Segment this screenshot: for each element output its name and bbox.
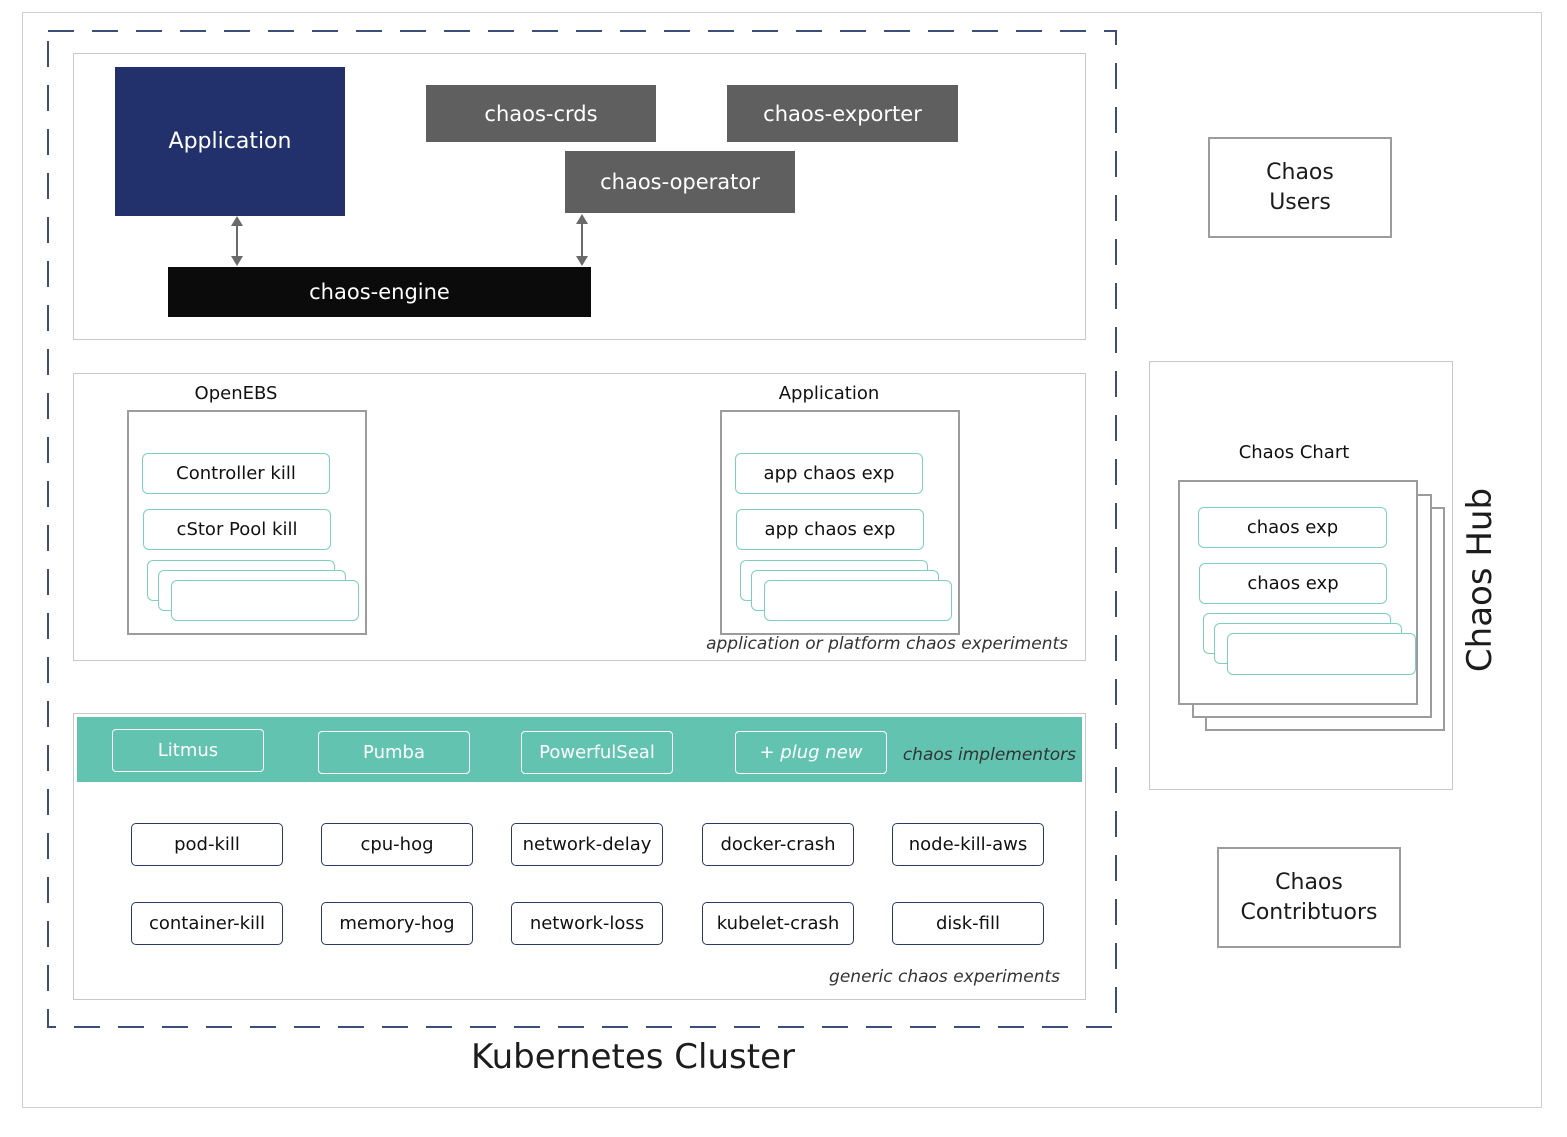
diagram-frame (22, 12, 1542, 1108)
kubernetes-cluster-title: Kubernetes Cluster (471, 1037, 795, 1077)
stacked-card (764, 580, 952, 621)
chaos-chart-experiment[interactable]: chaos exp (1199, 563, 1387, 604)
experiment-label: app chaos exp (764, 519, 896, 540)
chaos-hub-panel (1149, 361, 1453, 790)
implementor-label: Pumba (363, 742, 425, 763)
operator-engine-arrow (576, 214, 588, 266)
experiment-label: cStor Pool kill (176, 519, 298, 540)
implementor-label: Litmus (157, 740, 219, 761)
application-label: Application (168, 129, 292, 154)
chaos-exporter-label: chaos-exporter (763, 101, 922, 126)
implementor-pumba[interactable]: Pumba (318, 731, 470, 774)
experiment-card[interactable]: Controller kill (142, 453, 330, 494)
implementor-powerfulseal[interactable]: PowerfulSeal (521, 731, 673, 774)
kubernetes-cluster-boundary (47, 30, 1117, 1028)
stacked-card (171, 580, 359, 621)
chaos-crds-label: chaos-crds (484, 101, 598, 126)
chaos-operator-label: chaos-operator (600, 170, 760, 194)
experiment-label: app chaos exp (763, 463, 895, 484)
chaos-contributors-label-line1: Chaos (1275, 869, 1343, 895)
experiment-label: network-loss (529, 913, 645, 934)
experiment-label: chaos exp (1247, 573, 1339, 594)
chaos-chart-title: Chaos Chart (1238, 441, 1350, 463)
chaos-contributors-box[interactable]: Chaos Contribtuors (1217, 847, 1401, 948)
implementor-label: + plug new (759, 742, 863, 763)
chaos-users-box[interactable]: Chaos Users (1208, 137, 1392, 238)
experiment-label: node-kill-aws (908, 834, 1028, 855)
experiment-kubelet-crash[interactable]: kubelet-crash (702, 902, 854, 945)
experiment-label: container-kill (148, 913, 266, 934)
application-group-title: Application (778, 382, 880, 404)
openebs-title: OpenEBS (194, 382, 278, 404)
experiment-docker-crash[interactable]: docker-crash (702, 823, 854, 866)
application-engine-arrow (231, 216, 243, 266)
chaos-users-label-line2: Users (1269, 189, 1331, 215)
experiment-network-loss[interactable]: network-loss (511, 902, 663, 945)
experiment-label: kubelet-crash (716, 913, 840, 934)
chaos-exporter-box[interactable]: chaos-exporter (727, 85, 958, 142)
experiment-label: pod-kill (174, 834, 240, 855)
chaos-users-label-line1: Chaos (1266, 159, 1334, 185)
experiment-card[interactable]: app chaos exp (736, 509, 924, 550)
experiment-card[interactable]: app chaos exp (735, 453, 923, 494)
experiment-label: chaos exp (1246, 517, 1339, 538)
experiment-label: disk-fill (935, 913, 1001, 934)
stacked-card (1227, 633, 1416, 675)
chaos-hub-title: Chaos Hub (1460, 487, 1500, 673)
platform-experiments-caption: application or platform chaos experiment… (706, 634, 1068, 654)
experiment-label: memory-hog (339, 913, 455, 934)
experiment-label: Controller kill (176, 463, 296, 484)
application-box[interactable]: Application (115, 67, 345, 216)
experiment-memory-hog[interactable]: memory-hog (321, 902, 473, 945)
chaos-contributors-label-line2: Contribtuors (1240, 899, 1378, 925)
experiment-pod-kill[interactable]: pod-kill (131, 823, 283, 866)
implementor-litmus[interactable]: Litmus (112, 729, 264, 772)
experiment-network-delay[interactable]: network-delay (511, 823, 663, 866)
experiment-label: network-delay (522, 834, 652, 855)
experiment-cpu-hog[interactable]: cpu-hog (321, 823, 473, 866)
experiment-disk-fill[interactable]: disk-fill (892, 902, 1044, 945)
experiment-container-kill[interactable]: container-kill (131, 902, 283, 945)
chaos-engine-label: chaos-engine (309, 280, 450, 304)
chaos-operator-box[interactable]: chaos-operator (565, 151, 795, 213)
plug-new-implementor-button[interactable]: + plug new (735, 731, 887, 774)
experiment-card[interactable]: cStor Pool kill (143, 509, 331, 550)
experiment-label: docker-crash (720, 834, 836, 855)
experiment-node-kill-aws[interactable]: node-kill-aws (892, 823, 1044, 866)
chaos-implementors-caption: chaos implementors (902, 745, 1076, 765)
chaos-crds-box[interactable]: chaos-crds (426, 85, 656, 142)
chaos-chart-experiment[interactable]: chaos exp (1198, 507, 1387, 548)
implementor-label: PowerfulSeal (539, 742, 655, 763)
experiment-label: cpu-hog (360, 834, 434, 855)
chaos-engine-box[interactable]: chaos-engine (168, 267, 591, 317)
generic-experiments-caption: generic chaos experiments (829, 967, 1060, 987)
